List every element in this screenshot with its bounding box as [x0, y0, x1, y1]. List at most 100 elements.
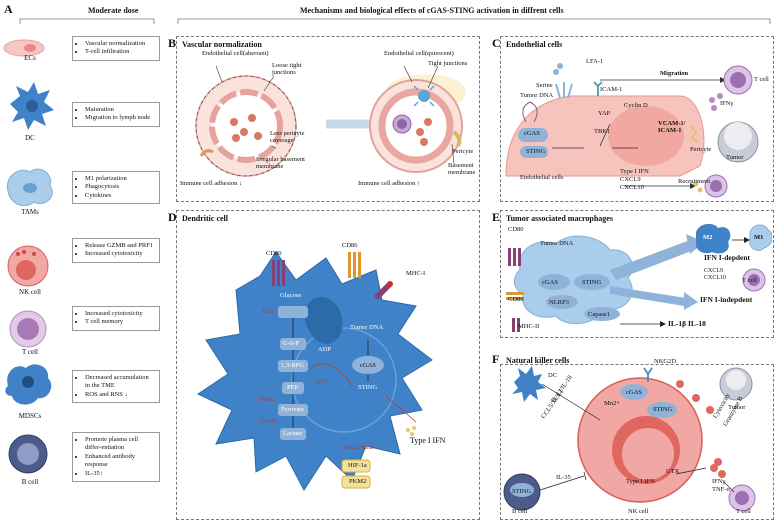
e-t-cell-label: T cell [742, 277, 757, 284]
c-t-cell-label: T cell [754, 76, 769, 83]
d-hk2-label: HK2 [262, 308, 275, 315]
e-sting-label: STING [582, 279, 602, 286]
il-label: IL-1β IL-18 [668, 319, 706, 328]
effects-box-ecs: Vascular normalization T-cell infiltrati… [72, 36, 160, 61]
moderate-dose-title: Moderate dose [88, 6, 139, 15]
f-dc-label: DC [548, 372, 558, 379]
loose-tight-label: Loose tight junctions [272, 62, 302, 77]
panel-e-title: Tumor associated macrophages [506, 214, 613, 223]
panel-d-title: Dendritic cell [182, 214, 228, 223]
panel-e-label: E [492, 210, 501, 224]
tight-junctions-label: Tight junctions [428, 60, 468, 67]
pericyte-icon [413, 85, 435, 107]
panel-e-drawing [506, 223, 772, 332]
d-pkm2-label: PKM2 [258, 396, 276, 403]
panel-d-label: D [168, 210, 177, 224]
dendritic-cell-icon [10, 82, 54, 130]
d-cd80-label: CD80 [266, 250, 282, 257]
effect-item: Migration to lymph node [85, 114, 155, 122]
cell-name-ecs: ECs [24, 54, 36, 62]
cyclin-d-label: Cyclin D [624, 102, 648, 109]
f-b-cell-label: B cell [512, 508, 528, 515]
nk-cell-label: NK cell [628, 508, 649, 515]
panel-a-cells [3, 39, 54, 474]
f-sting-label: STING [653, 406, 673, 413]
e-cd86-label: CD86 [508, 296, 524, 303]
d-tumor-dna-label: Tumor DNA [350, 324, 384, 331]
pep-label: PEP [287, 384, 299, 391]
nk-cell-icon [7, 245, 49, 287]
effect-item: Increased cytotoxicity [85, 310, 155, 318]
d-mhc1-label: MHC-I [406, 270, 426, 277]
il35-label: IL-35 [556, 474, 571, 481]
effects-box-b: Promote plasma cell differ-entiation Enh… [72, 432, 160, 483]
c-sting-label: STING [526, 148, 546, 155]
capase1-label: Capase1 [588, 311, 611, 318]
atp-label: ATP [316, 378, 328, 385]
f-sting-b-label: STING [512, 488, 532, 495]
header-brackets [19, 18, 771, 24]
effect-item: Promote plasma cell differ-entiation [85, 436, 155, 453]
immune-adhesion-down: Immune cell adhesion ↓ [180, 180, 243, 187]
d-cgas-label: cGAS [360, 362, 376, 369]
c-tumor-label: Tumor [726, 154, 744, 161]
f-ifng-label: IFNγ [712, 478, 726, 485]
cell-name-nk: NK cell [19, 288, 41, 296]
panel-b-title: Vascular normalization [182, 40, 262, 49]
main-title: Mechanisms and biological effects of cGA… [300, 6, 564, 15]
effect-item: T-cell infiltration [85, 48, 155, 56]
cell-name-b: B cell [21, 478, 39, 486]
hif1a-label: HIF-1a [348, 462, 367, 469]
lfa1-label: LFA-1 [586, 58, 604, 65]
recruitment-label: Recruitment [678, 178, 711, 185]
glucose-label: Glucose [280, 292, 302, 299]
cell-name-mdsc: MDSCs [18, 412, 42, 420]
macrophage-icon [6, 168, 53, 206]
f-tumor-label: Tumor [728, 404, 746, 411]
c-type1-ifn-label: Type I IFN [620, 168, 649, 175]
g6p-label: G-6-P [283, 340, 299, 347]
e-cd80-label: CD80 [508, 226, 524, 233]
serine-label: Serine [536, 82, 553, 89]
m1-label: M1 [754, 234, 764, 241]
panel-c-drawing [505, 63, 759, 198]
endothelial-quiescent-label: Endothelial cell(quiescent) [384, 50, 454, 57]
icam1-label: ICAM-1 [600, 86, 623, 93]
d-type1-ifn-label: Type I IFN [410, 436, 446, 445]
cell-name-t: T cell [21, 348, 38, 356]
c-cxcl10-label: CXCL10 [620, 184, 644, 191]
effects-box-mdsc: Decreased accumulation in the TME ROS an… [72, 370, 160, 404]
nlrp3-label: NLRP3 [549, 299, 569, 306]
effect-item: Phagocytosis [85, 183, 155, 191]
adp-label: ADP [318, 346, 332, 353]
mn2-label: Mn2+ [604, 400, 620, 407]
effects-box-t: Increased cytotoxicity T cell memory [72, 306, 160, 331]
panel-a-label: A [4, 2, 13, 16]
effect-item: Maturation [85, 106, 155, 114]
effect-item: Enhanced antibody response [85, 453, 155, 470]
f-type1-ifn-label: Type I IFN [626, 478, 655, 485]
panel-f-title: Natural killer cells [506, 356, 570, 365]
b-cell-icon [8, 434, 48, 474]
hk2pkm2-label: HK2,Pkm2 [344, 444, 374, 451]
endothelial-cell-icon [3, 39, 45, 57]
e-cxcl10-label: CXCL10 [704, 275, 727, 281]
utx-label: UTX [666, 468, 680, 475]
endothelial-cells-label: Endothelial cells [520, 174, 564, 181]
effect-item: Decreased accumulation in the TME [85, 374, 155, 391]
bpg-label: 1,3-BPG [281, 362, 304, 369]
cell-name-dc: DC [25, 134, 35, 142]
panel-c-title: Endothelial cells [506, 40, 563, 49]
effect-item: Increased cytotoxicity [85, 250, 155, 258]
panel-f-label: F [492, 352, 500, 366]
effects-box-tams: M1 polarization Phagocytosis Cytokines [72, 171, 160, 205]
e-cgas-label: cGAS [542, 279, 558, 286]
yap-label: YAP [598, 110, 611, 117]
effects-box-nk: Release GZMB and PRF1 Increased cytotoxi… [72, 238, 160, 263]
immune-adhesion-up: Immune cell adhesion ↑ [358, 180, 421, 187]
ifng-label: IFNγ [720, 100, 734, 107]
mdsc-icon [5, 364, 52, 405]
endothelial-aberrant-label: Endothelial cell(aberrant) [202, 50, 269, 57]
effect-item: T cell memory [85, 318, 155, 326]
e-tumor-dna-label: Tumor DNA [540, 240, 574, 247]
